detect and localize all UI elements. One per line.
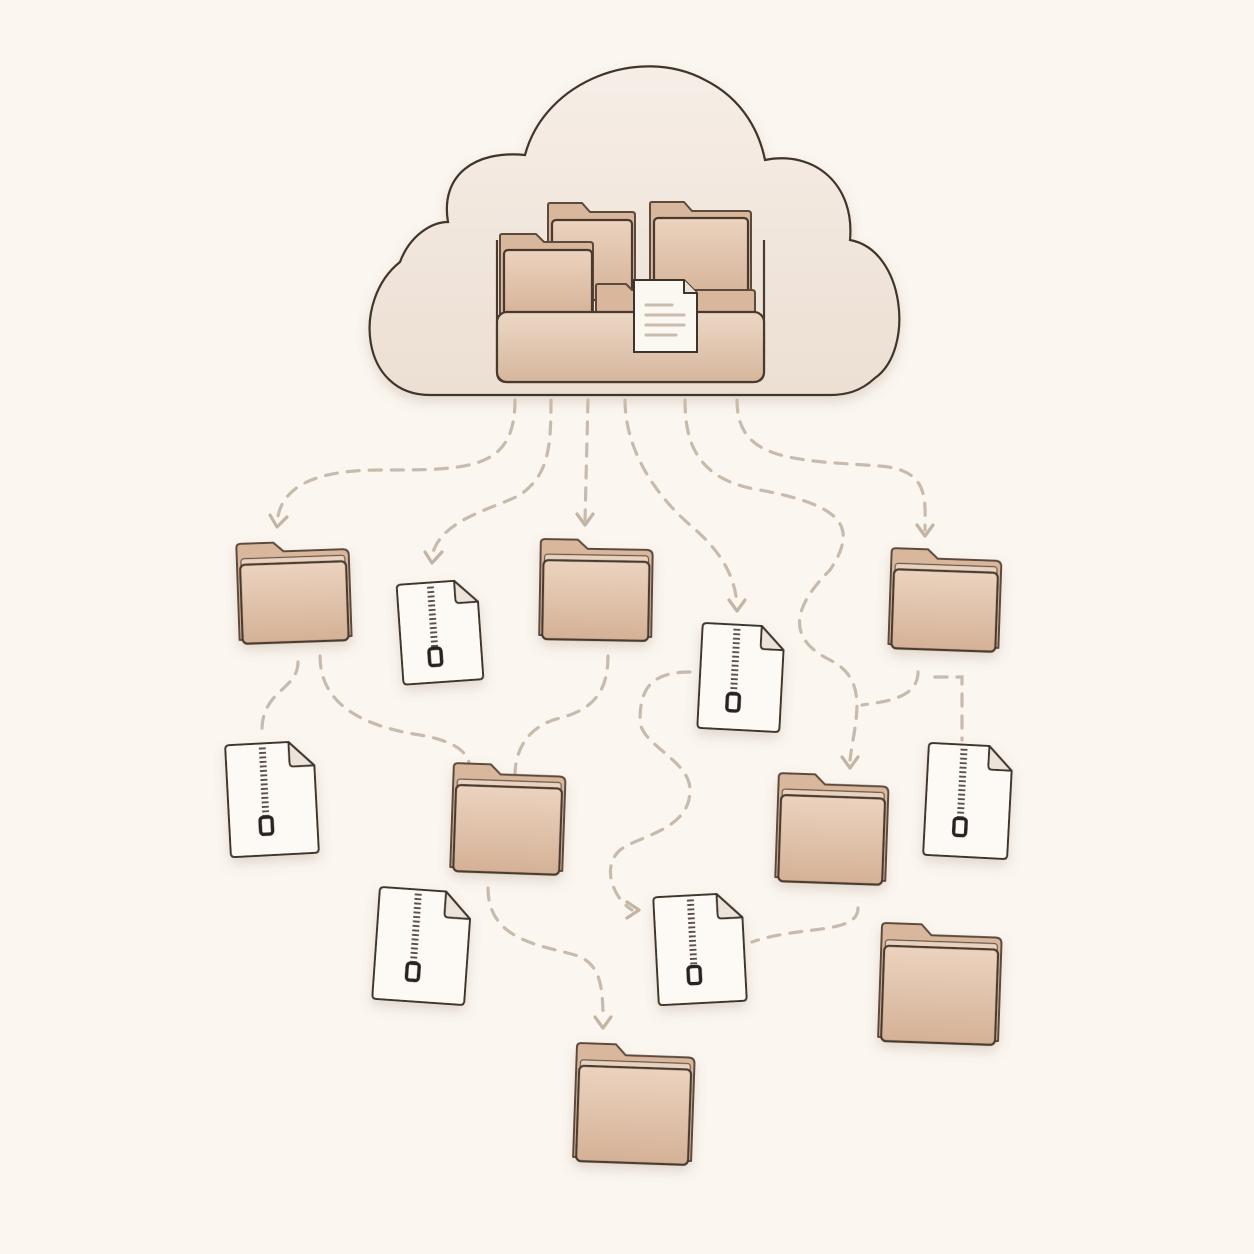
folder-icon [572, 1042, 696, 1166]
zip-file-icon [696, 622, 785, 733]
arrowheads [268, 512, 935, 1030]
zip-file-icon [652, 893, 748, 1007]
folder-icon [538, 538, 654, 642]
folder-icon [235, 541, 353, 645]
cloud-folder-tray [495, 201, 766, 384]
folder-icon [774, 772, 890, 886]
folder-icon [877, 922, 1003, 1046]
folder-icon [887, 547, 1003, 653]
zip-file-icon [922, 742, 1013, 860]
zip-file-icon [224, 741, 320, 859]
zip-file-icon [371, 886, 471, 1006]
folder-icon [499, 233, 594, 320]
zip-file-icon [395, 579, 485, 686]
items [224, 538, 1013, 1166]
document-icon [633, 279, 698, 353]
folder-icon [449, 762, 567, 876]
connector-lines [260, 398, 964, 1022]
